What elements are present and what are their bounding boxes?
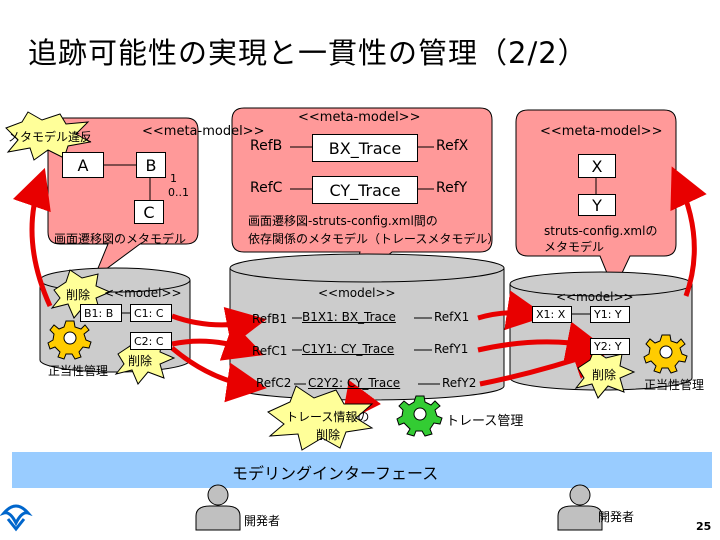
delete-right-label: 削除 xyxy=(592,368,617,382)
left-metamodel-caption: 画面遷移図のメタモデル xyxy=(54,232,187,246)
meta-violation-label: メタモデル違反 xyxy=(8,130,93,144)
modeling-interface-label: モデリングインターフェース xyxy=(232,464,439,483)
center-metamodel-header: <<meta-model>> xyxy=(298,110,421,125)
metaclass-b-label: B xyxy=(145,155,157,175)
refc-label: RefC xyxy=(250,180,283,196)
metaclass-a-label: A xyxy=(77,155,89,175)
metaclass-x: X xyxy=(578,154,616,178)
b1x1-instance: B1X1: BX_Trace xyxy=(302,310,396,324)
meta-violation-burst xyxy=(5,111,92,161)
consistency-left-label: 正当性管理 xyxy=(48,364,109,378)
metaclass-x-label: X xyxy=(591,156,603,176)
refb1-label: RefB1 xyxy=(252,312,288,326)
arrow-c2-to-refc2 xyxy=(170,346,267,403)
multiplicity-one: 1 xyxy=(170,172,177,185)
metaclass-y: Y xyxy=(578,194,616,216)
left-metamodel-header: <<meta-model>> xyxy=(142,124,265,139)
center-caption-line1: 画面遷移図-struts-config.xml間の xyxy=(248,214,438,228)
arrow-refx1-to-x1 xyxy=(477,290,547,331)
arrow-left-loop xyxy=(12,167,53,308)
right-metamodel-header: <<meta-model>> xyxy=(540,124,663,139)
metaclass-c-label: C xyxy=(143,202,155,222)
instance-c2: C2: C xyxy=(130,332,172,350)
left-model-header: <<model>> xyxy=(104,286,182,300)
trace-delete-label-line1: トレース情報の xyxy=(286,410,370,424)
refb-label: RefB xyxy=(250,138,283,154)
instance-y1: Y1: Y xyxy=(590,306,630,323)
trace-delete-label-line2: 削除 xyxy=(316,428,341,442)
refy2-label: RefY2 xyxy=(442,376,477,390)
delete-left-top-label: 削除 xyxy=(66,288,91,302)
instance-x1-label: X1: X xyxy=(536,308,566,321)
right-model-header: <<model>> xyxy=(556,290,634,304)
right-caption-line2: メタモデル xyxy=(544,240,605,254)
arrow-c2-to-refc1 xyxy=(171,322,265,361)
multiplicity-zero-one: 0..1 xyxy=(168,186,189,199)
center-caption-line2: 依存関係のメタモデル（トレースメタモデル） xyxy=(248,232,500,246)
c2y2-instance: C2Y2: CY_Trace xyxy=(308,376,401,390)
gear-right-icon xyxy=(643,334,688,374)
page-number: 25 xyxy=(696,520,712,533)
developer-left-label: 開発者 xyxy=(244,514,281,528)
refx1-label: RefX1 xyxy=(434,310,470,324)
instance-c2-label: C2: C xyxy=(134,334,164,348)
cy-trace-label: CY_Trace xyxy=(329,180,401,200)
instance-b1: B1: B xyxy=(80,304,122,322)
refc1-label: RefC1 xyxy=(252,344,288,358)
metaclass-b: B xyxy=(136,152,166,178)
gear-left-icon xyxy=(47,320,92,360)
metaclass-a: A xyxy=(62,152,104,178)
instance-c1-label: C1: C xyxy=(134,306,164,320)
refy-label: RefY xyxy=(436,180,468,196)
instance-b1-label: B1: B xyxy=(84,306,114,320)
instance-y2-label: Y2: Y xyxy=(594,340,622,353)
center-model-cylinder xyxy=(229,253,505,401)
bx-trace-class: BX_Trace xyxy=(312,134,418,162)
developer-right-icon xyxy=(557,484,603,531)
bx-trace-label: BX_Trace xyxy=(328,138,402,158)
gear-trace-icon xyxy=(396,395,443,437)
cy-trace-class: CY_Trace xyxy=(312,176,418,204)
metaclass-c: C xyxy=(134,200,164,224)
trace-delete-burst xyxy=(267,385,374,451)
developer-left-icon xyxy=(195,484,241,531)
arrow-right-loop xyxy=(670,166,707,297)
logo-icon xyxy=(0,504,33,532)
trace-management-label: トレース管理 xyxy=(446,414,524,429)
arrow-refy2-to-y2 xyxy=(479,341,613,387)
delete-left-mid-label: 削除 xyxy=(128,354,153,368)
metaclass-y-label: Y xyxy=(592,195,602,215)
developer-right-label: 開発者 xyxy=(598,510,635,524)
instance-x1: X1: X xyxy=(532,306,572,323)
instance-y1-label: Y1: Y xyxy=(594,308,622,321)
c1y1-instance: C1Y1: CY_Trace xyxy=(302,342,395,356)
center-model-header: <<model>> xyxy=(318,286,396,300)
instance-y2: Y2: Y xyxy=(590,338,630,355)
consistency-right-label: 正当性管理 xyxy=(644,378,705,392)
refx-label: RefX xyxy=(436,138,469,154)
refc2-label: RefC2 xyxy=(256,376,292,390)
modeling-interface-band xyxy=(12,452,712,488)
instance-c1: C1: C xyxy=(130,304,172,322)
page-title: 追跡可能性の実現と一貫性の管理（2/2） xyxy=(28,36,588,70)
refy1-label: RefY1 xyxy=(434,342,469,356)
right-caption-line1: struts-config.xmlの xyxy=(544,224,658,238)
